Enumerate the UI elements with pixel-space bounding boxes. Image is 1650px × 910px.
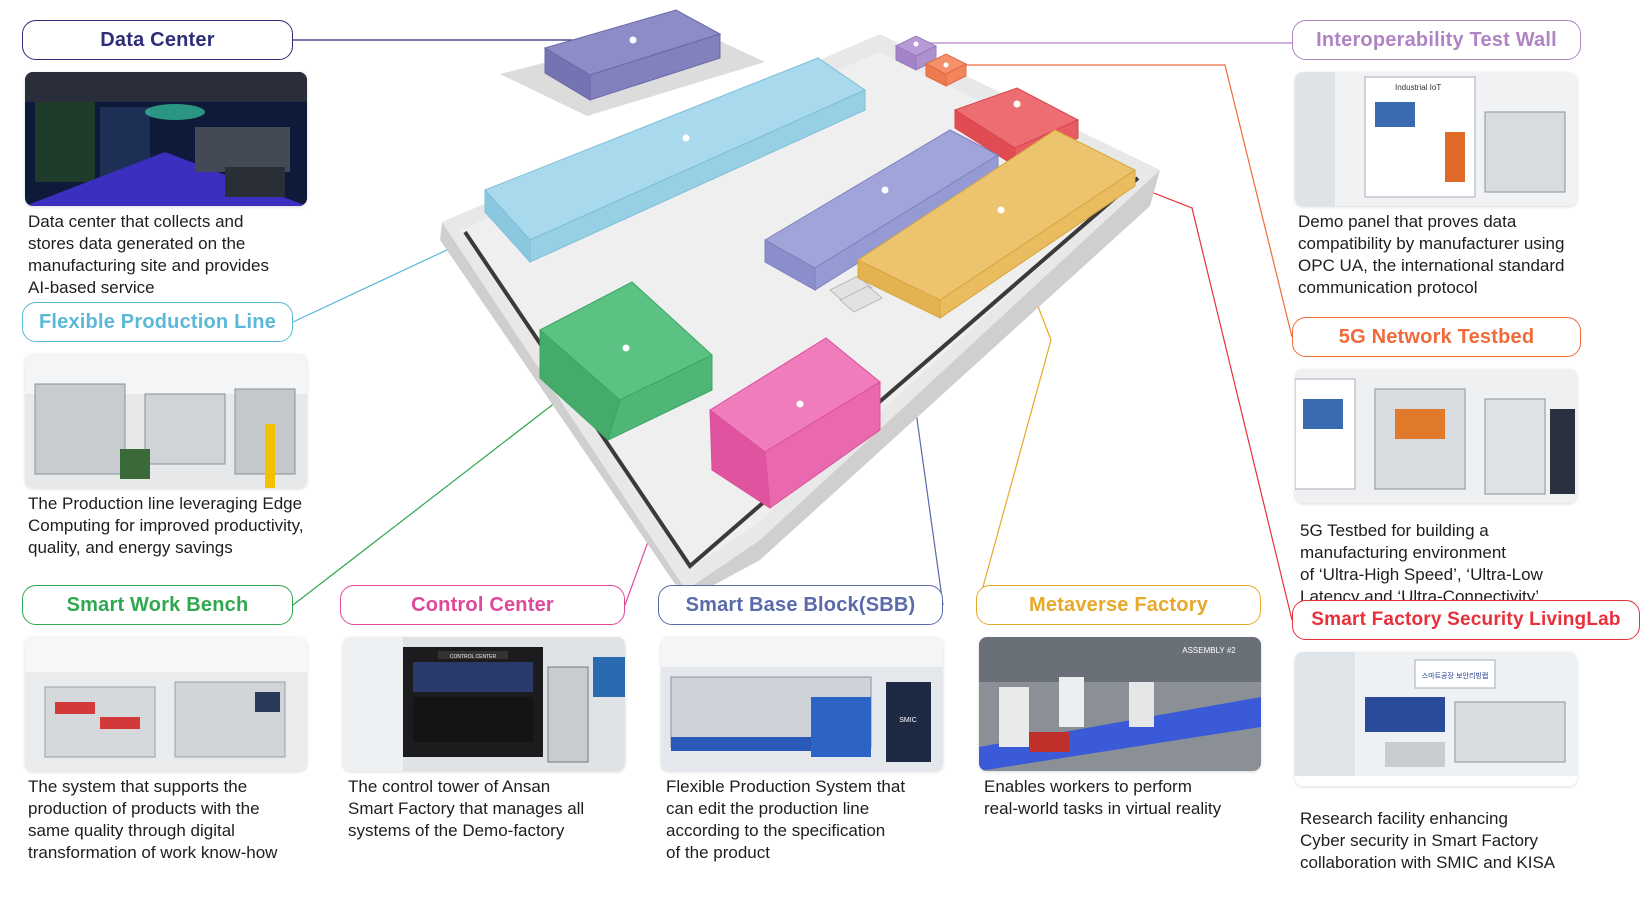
zone-label-data-center[interactable]: Data Center	[22, 20, 293, 60]
zone-label-control-center[interactable]: Control Center	[340, 585, 625, 625]
zone-block-metaverse-factory[interactable]	[856, 129, 1136, 319]
flexible-production-line-description: The Production line leveraging Edge Comp…	[28, 494, 304, 557]
security-sign: 스마트공장 보안리빙랩	[1422, 671, 1489, 680]
smart-base-block-description: Flexible Production System that can edit…	[666, 777, 906, 862]
zone-title: Control Center	[411, 593, 554, 616]
zone-block-flexible-production-line[interactable]	[484, 57, 867, 264]
zone-label-smart-work-bench[interactable]: Smart Work Bench	[22, 585, 293, 625]
security-livinglab-description: Research facility enhancing Cyber securi…	[1300, 809, 1556, 872]
interoperability-test-wall-photo: Industrial IoT	[1295, 72, 1577, 206]
assembly-sign: ASSEMBLY #2	[1182, 646, 1236, 655]
zone-block-control-center[interactable]	[709, 337, 881, 509]
flexible-production-line-photo	[25, 354, 307, 488]
connector-5g-testbed	[946, 64, 1293, 338]
zone-title: Smart Base Block(SBB)	[685, 593, 916, 616]
zone-title: Smart Factory Security LivingLab	[1311, 609, 1621, 630]
control-center-sign: CONTROL CENTER	[450, 654, 497, 660]
zone-label-metaverse-factory[interactable]: Metaverse Factory	[976, 585, 1261, 625]
metaverse-factory-photo: ASSEMBLY #2	[979, 637, 1261, 771]
zone-title: Metaverse Factory	[1028, 593, 1209, 616]
metaverse-factory-description: Enables workers to perform real-world ta…	[984, 777, 1222, 818]
zone-title: 5G Network Testbed	[1338, 325, 1535, 348]
zone-block-5g-network-testbed[interactable]	[924, 53, 968, 87]
zone-label-security-livinglab[interactable]: Smart Factory Security LivingLab	[1292, 600, 1640, 640]
zone-title: Smart Work Bench	[66, 593, 249, 616]
zone-block-interoperability-test-wall[interactable]	[894, 35, 938, 71]
interoperability-test-wall-description: Demo panel that proves data compatibilit…	[1298, 212, 1565, 297]
stairs	[829, 275, 883, 313]
data-center-photo	[25, 72, 307, 206]
zone-title: Flexible Production Line	[38, 310, 277, 333]
data-center-description: Data center that collects and stores dat…	[28, 212, 269, 297]
industrial-iot-sign: Industrial IoT	[1395, 83, 1441, 92]
zone-label-interoperability-test-wall[interactable]: Interoperability Test Wall	[1292, 20, 1581, 60]
smart-work-bench-photo	[25, 637, 307, 771]
smart-work-bench-description: The system that supports the production …	[28, 777, 278, 862]
smart-base-block-photo: SMIC	[661, 637, 943, 771]
zone-label-5g-network-testbed[interactable]: 5G Network Testbed	[1292, 317, 1581, 357]
zone-label-smart-base-block[interactable]: Smart Base Block(SBB)	[658, 585, 943, 625]
5g-network-testbed-photo	[1295, 369, 1577, 503]
zone-block-data-center[interactable]	[543, 9, 722, 101]
zone-title: Interoperability Test Wall	[1316, 28, 1557, 51]
zone-label-flexible-production-line[interactable]: Flexible Production Line	[22, 302, 293, 342]
security-livinglab-photo: 스마트공장 보안리빙랩	[1295, 652, 1577, 786]
floor-slab-side	[440, 170, 1160, 600]
5g-network-testbed-description: 5G Testbed for building a manufacturing …	[1300, 521, 1543, 606]
control-center-photo: CONTROL CENTER	[343, 637, 625, 771]
zone-block-smart-work-bench[interactable]	[539, 281, 713, 441]
zone-block-smart-base-block[interactable]	[763, 129, 1000, 291]
smic-sign: SMIC	[899, 717, 917, 724]
control-center-description: The control tower of Ansan Smart Factory…	[348, 777, 585, 840]
zone-title: Data Center	[100, 28, 215, 51]
